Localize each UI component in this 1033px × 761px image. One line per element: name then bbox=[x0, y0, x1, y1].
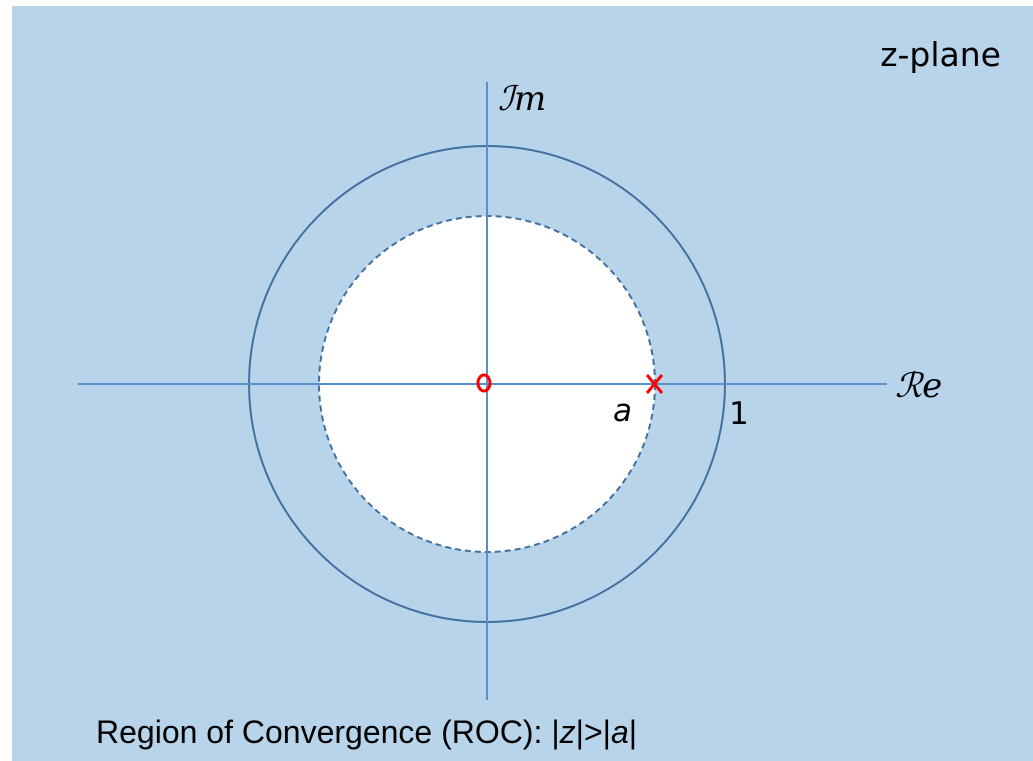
imaginary-axis-label: ℐm bbox=[498, 79, 546, 119]
real-axis-label: ℛe bbox=[895, 366, 942, 406]
unit-circle-label: 1 bbox=[729, 396, 749, 432]
zero-marker bbox=[476, 373, 492, 393]
roc-caption: Region of Convergence (ROC): |z|>|a| bbox=[96, 714, 637, 750]
pole-marker bbox=[645, 374, 664, 394]
pole-label: a bbox=[613, 393, 632, 429]
plane-title: z-plane bbox=[880, 35, 1001, 74]
